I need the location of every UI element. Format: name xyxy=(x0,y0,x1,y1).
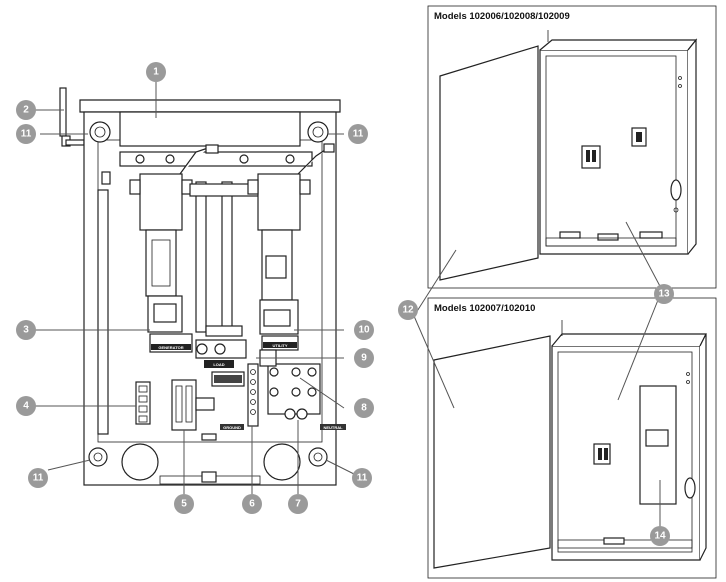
svg-text:11: 11 xyxy=(21,129,32,140)
callout-7: 7 xyxy=(288,494,308,514)
antenna xyxy=(59,87,85,147)
center-bar-right xyxy=(221,181,233,333)
callout-6: 6 xyxy=(242,494,262,514)
svg-text:5: 5 xyxy=(181,499,187,510)
callout-10: 10 xyxy=(354,320,374,340)
callout-3: 3 xyxy=(16,320,36,340)
generator-breaker: GENERATOR xyxy=(129,144,219,353)
ground-bar: GROUND xyxy=(220,363,259,430)
utility-label: UTILITY xyxy=(272,343,287,348)
callout-5: 5 xyxy=(174,494,194,514)
load-label: LOAD xyxy=(213,362,224,367)
svg-text:9: 9 xyxy=(361,353,367,364)
svg-text:13: 13 xyxy=(658,289,670,300)
model-frame-top xyxy=(427,5,717,289)
callout-11-top-right: 11 xyxy=(348,124,368,144)
neutral-label: NEUTRAL xyxy=(323,425,343,430)
callout-13: 13 xyxy=(654,284,674,304)
utility-breaker: UTILITY xyxy=(247,143,335,351)
svg-text:11: 11 xyxy=(353,129,364,140)
callout-11-bottom-right: 11 xyxy=(352,468,372,488)
svg-text:11: 11 xyxy=(33,473,44,484)
side-rail xyxy=(97,189,109,435)
mount-hole-bottom-left xyxy=(88,447,108,467)
callout-12: 12 xyxy=(398,300,418,320)
svg-text:10: 10 xyxy=(358,325,370,336)
load-lugs: LOAD xyxy=(195,339,247,368)
generator-label: GENERATOR xyxy=(158,345,183,350)
knockout-left xyxy=(121,443,159,481)
ground-label: GROUND xyxy=(223,425,241,430)
center-bar-left xyxy=(195,181,207,333)
callout-11-top-left: 11 xyxy=(16,124,36,144)
knockout-right xyxy=(263,443,301,481)
callout-1: 1 xyxy=(146,62,166,82)
upper-bus-bar xyxy=(119,151,313,167)
mount-hole-bottom-right xyxy=(308,447,328,467)
door-top xyxy=(439,45,539,281)
enclosure-lid xyxy=(79,99,341,113)
model-title-bottom: Models 102007/102010 xyxy=(434,303,535,314)
terminal-block-large xyxy=(171,379,215,431)
svg-text:11: 11 xyxy=(357,473,368,484)
mount-hole-top-left xyxy=(89,121,111,143)
model-title-top: Models 102006/102008/102009 xyxy=(434,11,570,22)
model-frame-bottom xyxy=(427,297,717,579)
neutral-block: NEUTRAL xyxy=(267,363,346,430)
svg-text:12: 12 xyxy=(402,305,414,316)
callout-4: 4 xyxy=(16,396,36,416)
door-bottom xyxy=(433,335,551,569)
callout-14: 14 xyxy=(650,526,670,546)
top-gutter xyxy=(119,111,301,147)
svg-text:1: 1 xyxy=(153,67,159,78)
svg-text:4: 4 xyxy=(23,401,29,412)
callout-2: 2 xyxy=(16,100,36,120)
callout-9: 9 xyxy=(354,348,374,368)
terminal-block-small xyxy=(135,381,151,425)
svg-text:8: 8 xyxy=(361,403,367,414)
svg-text:2: 2 xyxy=(23,105,29,116)
enclosure-interior: GENERATOR UTILITY xyxy=(34,80,355,494)
model-panel-bottom: Models 102007/102010 xyxy=(427,297,717,579)
svg-text:7: 7 xyxy=(295,499,301,510)
model-panel-top: Models 102006/102008/102009 xyxy=(427,5,717,289)
callout-11-bottom-left: 11 xyxy=(28,468,48,488)
callout-8: 8 xyxy=(354,398,374,418)
svg-text:6: 6 xyxy=(249,499,255,510)
mount-hole-top-right xyxy=(307,121,329,143)
svg-text:3: 3 xyxy=(23,325,29,336)
svg-text:14: 14 xyxy=(654,531,666,542)
